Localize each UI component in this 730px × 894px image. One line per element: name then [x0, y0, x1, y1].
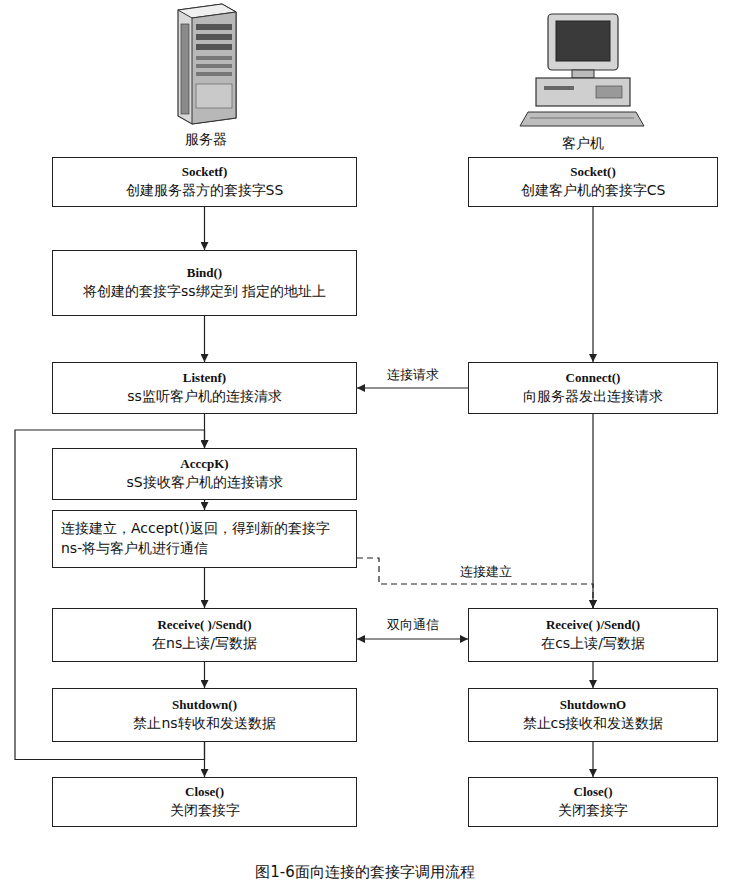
server-icon — [178, 4, 236, 124]
description-text: sS接收客户机的连接请求 — [126, 473, 282, 493]
flow-arrow — [592, 742, 593, 777]
function-name: Socket() — [570, 163, 616, 181]
function-name: Close() — [574, 783, 613, 801]
description-text: 禁止ns转收和发送数据 — [133, 714, 275, 734]
description-text: 将创建的套接字ss绑定到 指定的地址上 — [83, 282, 326, 302]
function-name: ShutdownO — [560, 696, 626, 714]
description-text: 创建服务器方的套接字SS — [126, 181, 284, 201]
device-label: 客户机 — [562, 135, 604, 153]
function-name: Close() — [185, 783, 224, 801]
client-computer-icon — [520, 14, 644, 126]
description-text: 在ns上读/写数据 — [152, 634, 257, 654]
flow-arrow — [357, 387, 468, 388]
description-text: 关闭套接字 — [170, 801, 240, 821]
function-name: Shutdown() — [172, 696, 237, 714]
description-text: 向服务器发出连接请求 — [523, 387, 663, 407]
shutdown-box: Shutdown()禁止ns转收和发送数据 — [52, 688, 357, 742]
flow-arrow — [592, 207, 593, 362]
device-label: 服务器 — [185, 131, 227, 149]
flow-arrow — [357, 638, 468, 639]
connect-box: Connect()向服务器发出连接请求 — [468, 362, 718, 414]
flow-arrow — [204, 568, 205, 608]
function-name: AcccpK) — [180, 455, 228, 473]
socket-box: Socket()创建客户机的套接字CS — [468, 157, 718, 207]
receive-send-box: Receive( )/Send()在cs上读/写数据 — [468, 608, 718, 662]
listen-box: Listenf)ss监听客户机的连接清求 — [52, 362, 357, 414]
description-text: 在cs上读/写数据 — [541, 634, 645, 654]
description-text: ss监听客户机的连接清求 — [127, 387, 282, 407]
connection-box: 连接建立，Accept()返回，得到新的套接字ns-将与客户机进行通信 — [52, 510, 357, 568]
function-name: Receive( )/Send() — [157, 616, 251, 634]
close-box: Close()关闭套接字 — [468, 777, 718, 827]
close-box: Close()关闭套接字 — [52, 777, 357, 827]
description-text: 关闭套接字 — [558, 801, 628, 821]
shutdown-box: ShutdownO禁止cs接收和发送数据 — [468, 688, 718, 742]
accept-box: AcccpK)sS接收客户机的连接请求 — [52, 448, 357, 500]
function-name: Receive( )/Send() — [546, 616, 640, 634]
flow-arrow — [592, 662, 593, 688]
description-text: 禁止cs接收和发送数据 — [523, 714, 664, 734]
edge-label: 双向通信 — [384, 616, 442, 634]
bind-box: Bind()将创建的套接字ss绑定到 指定的地址上 — [52, 250, 357, 316]
description-text: 创建客户机的套接字CS — [521, 181, 666, 201]
function-name: Bind() — [187, 264, 222, 282]
function-name: 连接建立，Accept()返回，得到新的套接字ns-将与客户机进行通信 — [61, 519, 348, 558]
function-name: Socketf) — [182, 163, 228, 181]
dashed-connector — [357, 558, 593, 608]
receive-send-box: Receive( )/Send()在ns上读/写数据 — [52, 608, 357, 662]
flow-arrow — [204, 662, 205, 688]
flow-arrow — [204, 207, 205, 250]
edge-label: 连接请求 — [384, 366, 442, 384]
flow-arrow — [592, 414, 593, 608]
socket-box: Socketf)创建服务器方的套接字SS — [52, 157, 357, 207]
figure-caption: 图1-6面向连接的套接字调用流程 — [255, 863, 475, 882]
flow-arrow — [204, 316, 205, 362]
function-name: Listenf) — [183, 369, 226, 387]
function-name: Connect() — [566, 369, 621, 387]
edge-label: 连接建立 — [457, 563, 515, 581]
flow-arrow — [204, 500, 205, 510]
